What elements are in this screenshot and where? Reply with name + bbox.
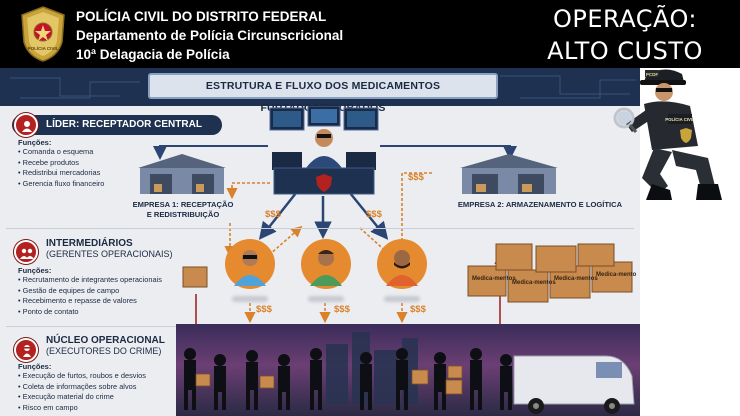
intermediaries-functions-list: Recrutamento de integrantes operacionais… (18, 275, 162, 317)
operational-icon (14, 338, 38, 362)
money-tag: $$$ (410, 304, 426, 315)
infographic-top-band: ESTRUTURA E FLUXO DOS MEDICAMENTOS FURTA… (0, 68, 640, 114)
list-item: Comanda o esquema (18, 147, 104, 158)
blurred-name (384, 296, 420, 302)
blurred-name (232, 296, 268, 302)
header-text-block: POLÍCIA CIVIL DO DISTRITO FEDERAL Depart… (76, 7, 343, 64)
money-tag: $$$ (408, 172, 424, 183)
infographic-panel: ESTRUTURA E FLUXO DOS MEDICAMENTOS FURTA… (0, 68, 640, 416)
vest-text: POLÍCIA CIVIL (665, 117, 695, 122)
circuit-pattern-icon (10, 75, 636, 99)
box-label: Medica-mentos (596, 272, 636, 278)
cap-patch-text: PCDF (646, 72, 659, 77)
intermediaries-functions-label: Funções: (18, 266, 52, 275)
header-bar: POLÍCIA CIVIL POLÍCIA CIVIL DO DISTRITO … (0, 0, 740, 68)
company1-warehouse-icon (138, 154, 226, 194)
intermediaries-icon (14, 240, 38, 264)
money-tag: $$$ (334, 304, 350, 315)
list-item: Risco em campo (18, 403, 146, 414)
list-item: Execução de furtos, roubos e desvios (18, 371, 146, 382)
box-label: Medica-mentos (512, 280, 556, 286)
leader-desk-illustration (269, 106, 379, 195)
header-line-department: Departamento de Polícia Circunscricional (76, 28, 344, 43)
police-officer-illustration: PCDF POLÍCIA CIVIL (613, 69, 722, 200)
leader-functions-label: Funções: (18, 138, 52, 147)
company1-label: EMPRESA 1: RECEPTAÇÃO E REDISTRIBUIÇÃO (120, 200, 246, 220)
money-tag: $$$ (366, 209, 382, 220)
operation-title-line1: OPERAÇÃO: (552, 5, 698, 33)
list-item: Coleta de informações sobre alvos (18, 382, 146, 393)
company1-label-line2: E REDISTRIBUIÇÃO (146, 210, 220, 219)
box-label: Medica-mentos (554, 276, 598, 282)
list-item: Ponto de contato (18, 307, 162, 318)
list-item: Redistribui mercadorias (18, 168, 104, 179)
intermediary-avatar (225, 239, 275, 289)
operation-title: OPERAÇÃO: ALTO CUSTO (510, 0, 740, 68)
operational-functions-list: Execução de furtos, roubos e desvios Col… (18, 371, 146, 413)
list-item: Gerencia fluxo financeiro (18, 179, 105, 190)
blurred-name (308, 296, 344, 302)
leader-section-title: LÍDER: RECEPTADOR CENTRAL (12, 115, 222, 135)
section-divider (6, 228, 634, 229)
medication-box-icon (182, 266, 208, 288)
operational-heading: NÚCLEO OPERACIONAL (EXECUTORES DO CRIME) (46, 335, 165, 356)
leader-functions-list: Comanda o esquema Recebe produtos Redist… (18, 147, 105, 190)
medication-boxes-illustration: Medica-mentos Medica-mentos Medica-mento… (467, 243, 636, 303)
operational-subtitle: (EXECUTORES DO CRIME) (46, 346, 162, 356)
header-line-precinct: 10ª Delagacia de Polícia (76, 47, 230, 62)
badge-text: POLÍCIA CIVIL (28, 44, 59, 51)
operational-title: NÚCLEO OPERACIONAL (46, 335, 165, 346)
header-line-agency: POLÍCIA CIVIL DO DISTRITO FEDERAL (76, 9, 327, 24)
intermediaries-title: INTERMEDIÁRIOS (46, 238, 133, 249)
list-item: Recebe produtos (18, 158, 104, 169)
operational-functions-label: Funções: (18, 362, 52, 371)
company1-label-line1: EMPRESA 1: RECEPTAÇÃO (132, 200, 234, 209)
list-item: Recebimento e repasse de valores (18, 296, 162, 307)
company2-label: EMPRESA 2: ARMAZENAMENTO E LOGÍTICA (457, 200, 623, 209)
list-item: Execução material do crime (18, 392, 146, 403)
executors-illustration (184, 332, 635, 414)
leader-functions: Funções: Comanda o esquema Recebe produt… (18, 138, 104, 189)
list-item: Recrutamento de integrantes operacionais (18, 275, 162, 286)
box-label: Medica-mentos (472, 276, 516, 282)
operation-title-line2: ALTO CUSTO (547, 37, 703, 65)
pcdf-badge-icon: POLÍCIA CIVIL (21, 6, 65, 62)
operational-functions: Funções: Execução de furtos, roubos e de… (18, 362, 146, 413)
intermediaries-subtitle: (GERENTES OPERACIONAIS) (46, 249, 173, 259)
intermediary-avatar (377, 239, 427, 289)
intermediary-avatar (301, 239, 351, 289)
company2-warehouse-icon (460, 154, 558, 194)
leader-title-text: LÍDER: RECEPTADOR CENTRAL (46, 119, 202, 130)
intermediaries-functions: Funções: Recrutamento de integrantes ope… (18, 266, 162, 317)
intermediaries-heading: INTERMEDIÁRIOS (GERENTES OPERACIONAIS) (46, 238, 173, 259)
money-tag: $$$ (256, 304, 272, 315)
list-item: Gestão de equipes de campo (18, 286, 162, 297)
money-tag: $$$ (265, 209, 281, 220)
leader-icon (14, 113, 38, 137)
